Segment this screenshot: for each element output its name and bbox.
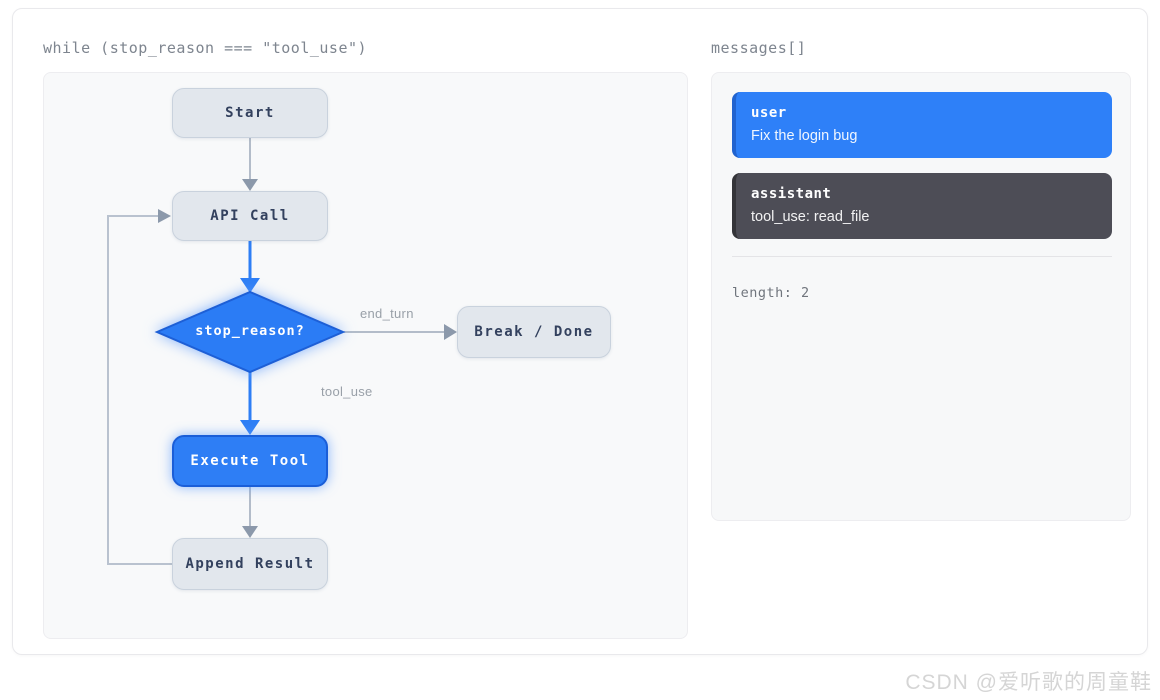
message-content: tool_use: read_file (751, 209, 870, 225)
message-role: user (751, 105, 787, 121)
arrow-right-icon (158, 209, 171, 223)
flowchart-panel: Start API Call stop_reason? Break / Done… (43, 72, 688, 639)
decision-diamond (154, 290, 346, 374)
while-loop-title: while (stop_reason === "tool_use") (43, 39, 368, 57)
csdn-watermark: CSDN @爱听歌的周童鞋 (905, 671, 1152, 694)
edge-execute-to-append (242, 487, 258, 538)
node-execute-tool-label: Execute Tool (190, 453, 310, 469)
messages-length-label: length: 2 (732, 285, 810, 301)
node-append-result: Append Result (172, 538, 328, 590)
edge-start-to-api (242, 138, 258, 191)
flowchart-connectors (107, 138, 457, 565)
message-card-assistant: assistant tool_use: read_file (732, 173, 1112, 239)
node-append-result-label: Append Result (185, 556, 315, 572)
diagram-card: while (stop_reason === "tool_use") messa… (12, 8, 1148, 655)
edge-label-tool-use: tool_use (321, 384, 373, 399)
arrow-right-icon (444, 324, 457, 340)
messages-divider (732, 256, 1112, 257)
arrow-down-icon (242, 526, 258, 538)
node-break-done-label: Break / Done (474, 324, 594, 340)
edge-decision-to-break (344, 324, 457, 340)
message-card-user: user Fix the login bug (732, 92, 1112, 158)
node-api-call: API Call (172, 191, 328, 241)
arrow-down-icon (240, 278, 260, 293)
message-role: assistant (751, 186, 832, 202)
arrow-down-icon (242, 179, 258, 191)
node-break-done: Break / Done (457, 306, 611, 358)
node-decision-label: stop_reason? (195, 323, 305, 339)
edge-loopback-append-to-api (107, 209, 172, 565)
messages-panel: user Fix the login bug assistant tool_us… (711, 72, 1131, 521)
message-content: Fix the login bug (751, 128, 858, 144)
arrow-down-icon (240, 420, 260, 435)
messages-title: messages[] (711, 39, 807, 57)
node-start-label: Start (225, 105, 275, 121)
edge-label-end-turn: end_turn (360, 306, 414, 321)
node-execute-tool: Execute Tool (172, 435, 328, 487)
node-api-call-label: API Call (210, 208, 290, 224)
edge-api-to-decision (240, 241, 260, 293)
edge-decision-to-execute (240, 372, 260, 435)
node-start: Start (172, 88, 328, 138)
